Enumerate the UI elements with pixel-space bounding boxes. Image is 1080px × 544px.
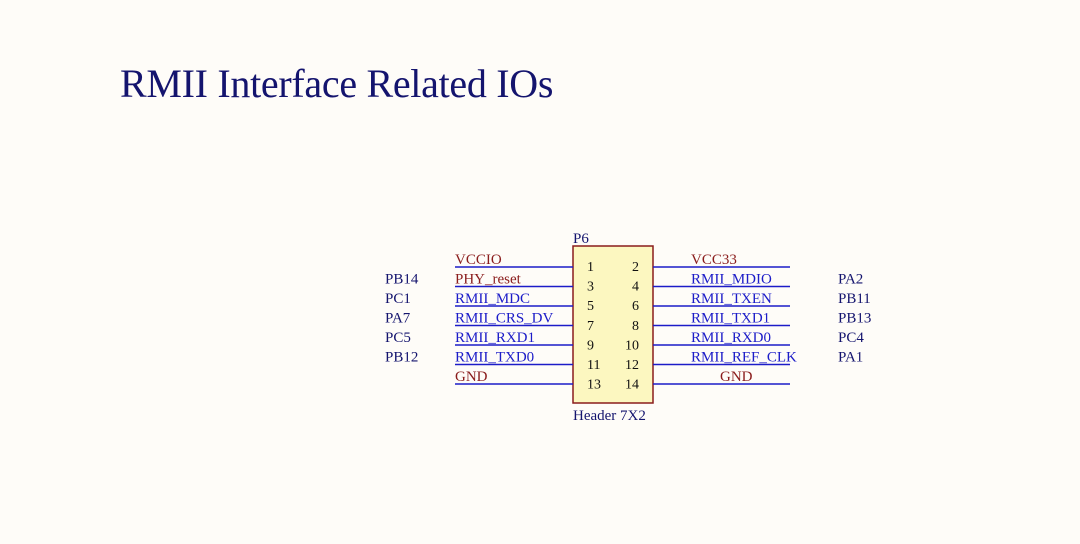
pin-number: 1 xyxy=(587,260,594,275)
page-title: RMII Interface Related IOs xyxy=(120,61,554,106)
net-label: RMII_CRS_DV xyxy=(455,311,554,327)
net-label: VCC33 xyxy=(691,252,737,268)
right-pin-row: VCC33 2 xyxy=(632,252,790,275)
right-pin-row: GND 14 xyxy=(625,369,790,393)
pin-number: 9 xyxy=(587,338,594,353)
net-label: RMII_TXEN xyxy=(691,291,772,307)
port-label: PC4 xyxy=(838,330,864,346)
right-pin-row: RMII_REF_CLK PA1 12 xyxy=(625,350,863,374)
pin-number: 12 xyxy=(625,358,639,373)
left-pin-row: RMII_TXD0 PB12 11 xyxy=(385,350,600,374)
pin-number: 10 xyxy=(625,338,639,353)
component-designator: P6 xyxy=(573,231,589,247)
left-pin-row: VCCIO 1 xyxy=(455,252,594,275)
net-label: RMII_TXD1 xyxy=(691,311,770,327)
right-pin-row: RMII_MDIO PA2 4 xyxy=(632,272,863,295)
pin-number: 3 xyxy=(587,280,594,295)
pin-number: 11 xyxy=(587,358,600,373)
pin-number: 5 xyxy=(587,299,594,314)
pin-number: 2 xyxy=(632,260,639,275)
port-label: PB12 xyxy=(385,350,418,366)
component-type-label: Header 7X2 xyxy=(573,408,646,424)
net-label: RMII_REF_CLK xyxy=(691,350,797,366)
net-label: GND xyxy=(455,369,488,385)
component-body xyxy=(572,245,654,404)
net-label: PHY_reset xyxy=(455,272,522,288)
left-pin-row: RMII_MDC PC1 5 xyxy=(385,291,594,314)
pin-number: 6 xyxy=(632,299,639,314)
left-pin-row: PHY_reset PB14 3 xyxy=(385,272,594,295)
pin-number: 14 xyxy=(625,378,639,393)
header-component: P6 Header 7X2 xyxy=(572,231,654,424)
port-label: PA7 xyxy=(385,311,411,327)
net-label: RMII_MDC xyxy=(455,291,530,307)
port-label: PA2 xyxy=(838,272,863,288)
left-pin-row: RMII_RXD1 PC5 9 xyxy=(385,330,594,353)
pin-number: 13 xyxy=(587,378,601,393)
net-label: VCCIO xyxy=(455,252,502,268)
port-label: PA1 xyxy=(838,350,863,366)
net-label: RMII_MDIO xyxy=(691,272,772,288)
pin-number: 8 xyxy=(632,319,639,334)
right-pin-row: RMII_RXD0 PC4 10 xyxy=(625,330,864,353)
net-label: GND xyxy=(720,369,753,385)
left-pin-row: GND 13 xyxy=(455,369,601,393)
net-label: RMII_RXD0 xyxy=(691,330,771,346)
port-label: PB14 xyxy=(385,272,419,288)
net-label: RMII_TXD0 xyxy=(455,350,534,366)
port-label: PB11 xyxy=(838,291,871,307)
right-pin-row: RMII_TXD1 PB13 8 xyxy=(632,311,871,334)
net-label: RMII_RXD1 xyxy=(455,330,535,346)
port-label: PB13 xyxy=(838,311,871,327)
pin-number: 4 xyxy=(632,280,639,295)
left-pin-row: RMII_CRS_DV PA7 7 xyxy=(385,311,594,334)
right-pin-row: RMII_TXEN PB11 6 xyxy=(632,291,871,314)
pin-number: 7 xyxy=(587,319,594,334)
port-label: PC1 xyxy=(385,291,411,307)
port-label: PC5 xyxy=(385,330,411,346)
